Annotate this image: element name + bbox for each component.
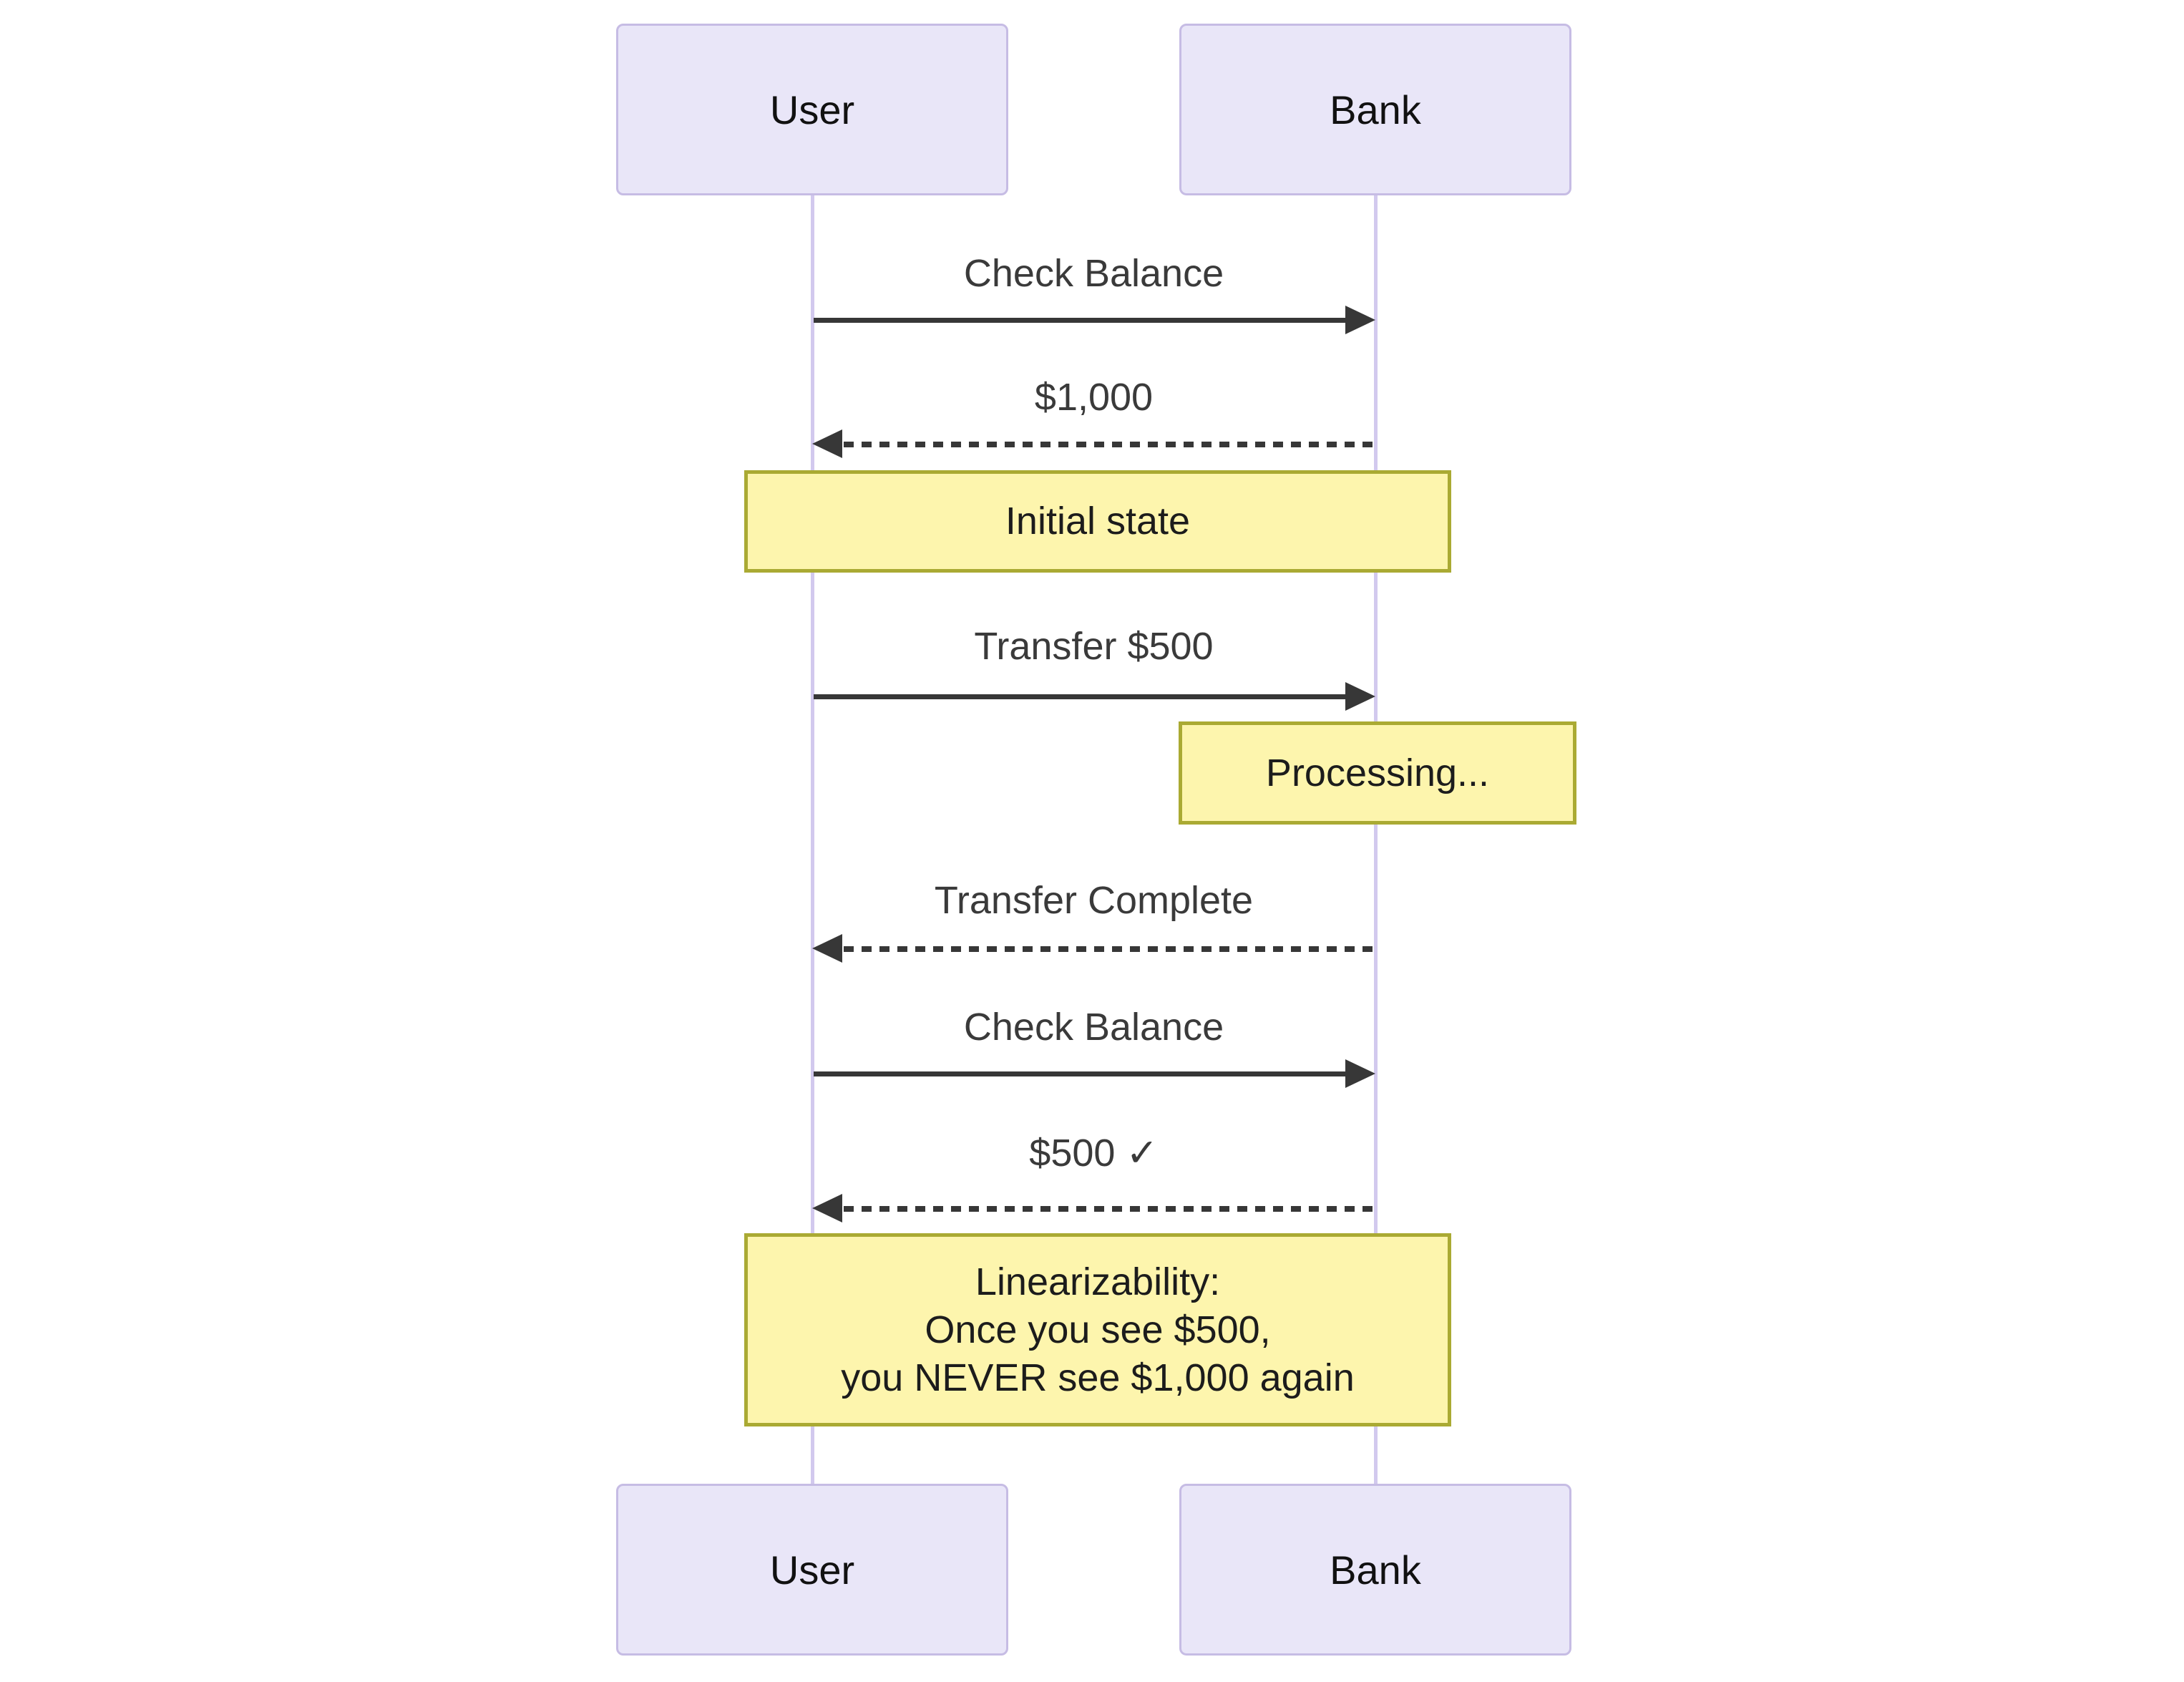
actor-label-user-top: User [769, 87, 855, 132]
message-label-check-balance-2: Check Balance [963, 1006, 1224, 1049]
note-line: you NEVER see $1,000 again [841, 1356, 1355, 1399]
actor-box-user-top: User [616, 24, 1008, 195]
actor-box-user-bottom: User [616, 1484, 1008, 1656]
arrow-line [814, 1071, 1347, 1076]
arrowhead-left-icon [812, 934, 842, 963]
lifeline-bank [1374, 195, 1378, 1484]
note-line: Initial state [1005, 500, 1191, 543]
arrowhead-left-icon [812, 429, 842, 458]
note-processing: Processing... [1179, 721, 1576, 825]
actor-box-bank-bottom: Bank [1179, 1484, 1571, 1656]
actor-label-bank-top: Bank [1330, 87, 1421, 132]
note-linearizability: Linearizability: Once you see $500, you … [744, 1233, 1451, 1426]
actor-label-user-bottom: User [769, 1547, 855, 1593]
arrow-line [844, 946, 1374, 952]
message-arrow-check-balance-2 [812, 1058, 1375, 1089]
note-line: Processing... [1265, 751, 1490, 794]
actor-box-bank-top: Bank [1179, 24, 1571, 195]
note-line: Linearizability: [975, 1260, 1221, 1303]
arrow-line [844, 1206, 1374, 1212]
message-label-500-check: $500 ✓ [1029, 1131, 1159, 1175]
note-initial-state: Initial state [744, 470, 1451, 573]
arrowhead-left-icon [812, 1194, 842, 1222]
arrow-line [844, 442, 1374, 447]
message-arrow-transfer-500 [812, 681, 1375, 712]
message-arrow-transfer-complete [812, 933, 1375, 964]
arrow-line [814, 694, 1347, 699]
arrowhead-right-icon [1345, 306, 1375, 334]
message-arrow-check-balance-1 [812, 304, 1375, 336]
message-arrow-1000 [812, 428, 1375, 460]
arrowhead-right-icon [1345, 1059, 1375, 1088]
lifeline-user [811, 195, 814, 1484]
actor-label-bank-bottom: Bank [1330, 1547, 1421, 1593]
note-line: Once you see $500, [925, 1308, 1271, 1351]
message-label-transfer-500: Transfer $500 [974, 625, 1214, 668]
message-label-transfer-complete: Transfer Complete [934, 879, 1254, 922]
arrow-line [814, 318, 1347, 323]
arrowhead-right-icon [1345, 682, 1375, 711]
message-label-check-balance-1: Check Balance [963, 252, 1224, 295]
message-label-1000: $1,000 [1034, 376, 1154, 419]
message-arrow-500-check [812, 1192, 1375, 1224]
